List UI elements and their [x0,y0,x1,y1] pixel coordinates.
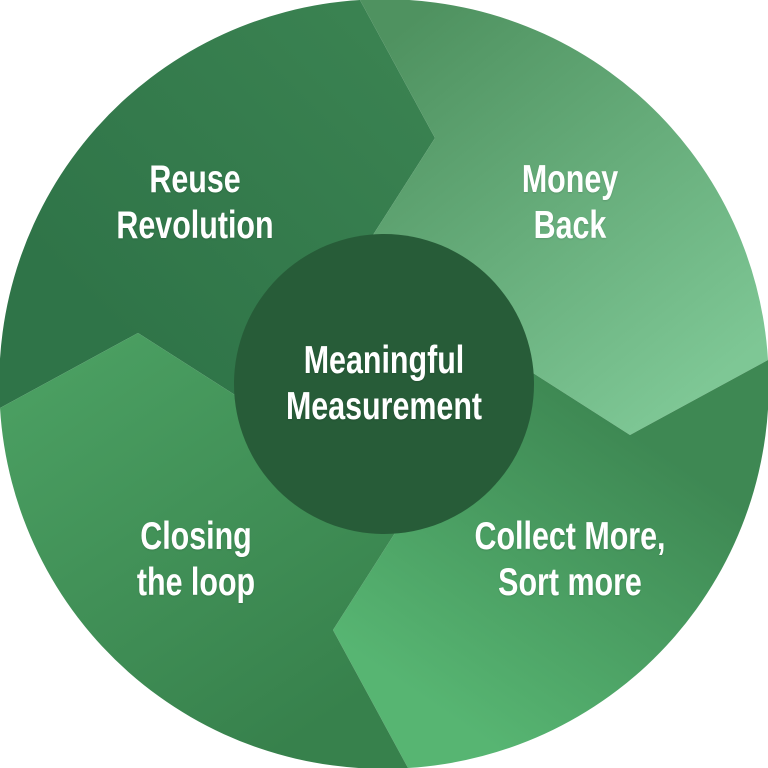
label-line: Revolution [116,204,274,247]
label-reuse-revolution: Reuse Revolution [78,157,312,249]
label-meaningful-measurement: Meaningful Measurement [267,338,501,430]
center-hub-circle [234,234,534,534]
label-collect-more-sort-more: Collect More, Sort more [453,514,687,606]
label-line: Reuse [149,158,241,201]
label-line: the loop [136,561,256,604]
label-line: Measurement [285,385,483,428]
label-closing-the-loop: Closing the loop [79,514,313,606]
label-money-back: Money Back [453,157,687,249]
label-line: Meaningful [303,339,465,382]
label-line: Collect More, [474,515,666,558]
label-line: Closing [140,515,252,558]
label-line: Money [521,158,619,201]
label-line: Sort more [498,561,642,604]
label-line: Back [533,204,607,247]
